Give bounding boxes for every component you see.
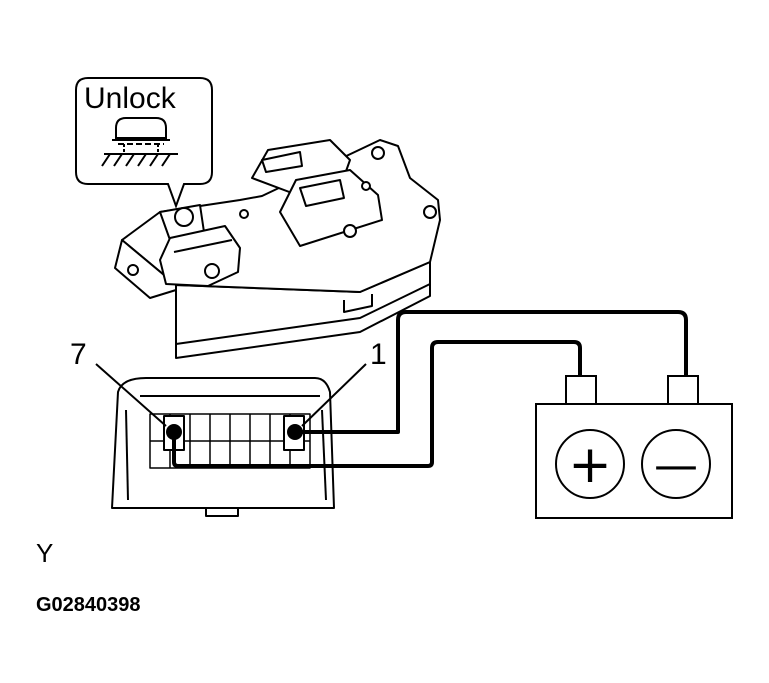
positive-symbol: + bbox=[568, 435, 612, 495]
switch-connector bbox=[111, 377, 335, 517]
callout-bubble bbox=[75, 77, 213, 209]
unlock-callout: Unlock bbox=[75, 77, 213, 209]
pin-7-label: 7 bbox=[70, 338, 87, 371]
lead-pin1-to-negative bbox=[295, 310, 688, 434]
switch-housing-rim bbox=[175, 283, 431, 345]
figure-code: G02840398 bbox=[36, 594, 141, 616]
pin1-leader bbox=[301, 363, 367, 427]
battery bbox=[535, 375, 733, 519]
positive-terminal-circle bbox=[555, 429, 625, 499]
lock-knob-icon bbox=[101, 117, 178, 167]
unlock-label: Unlock bbox=[84, 82, 177, 115]
probe-pin-7 bbox=[166, 424, 182, 440]
negative-terminal-circle bbox=[641, 429, 711, 499]
probe-pin-1 bbox=[287, 424, 303, 440]
view-letter: Y bbox=[36, 538, 53, 568]
pin-1-label: 1 bbox=[370, 338, 387, 371]
positive-post bbox=[565, 375, 597, 405]
window-switch-assembly bbox=[114, 139, 441, 359]
negative-post bbox=[667, 375, 699, 405]
lead-pin7-to-positive bbox=[172, 340, 582, 468]
pin7-leader bbox=[95, 363, 167, 427]
negative-symbol: — bbox=[654, 440, 698, 491]
test-leads bbox=[172, 310, 688, 468]
